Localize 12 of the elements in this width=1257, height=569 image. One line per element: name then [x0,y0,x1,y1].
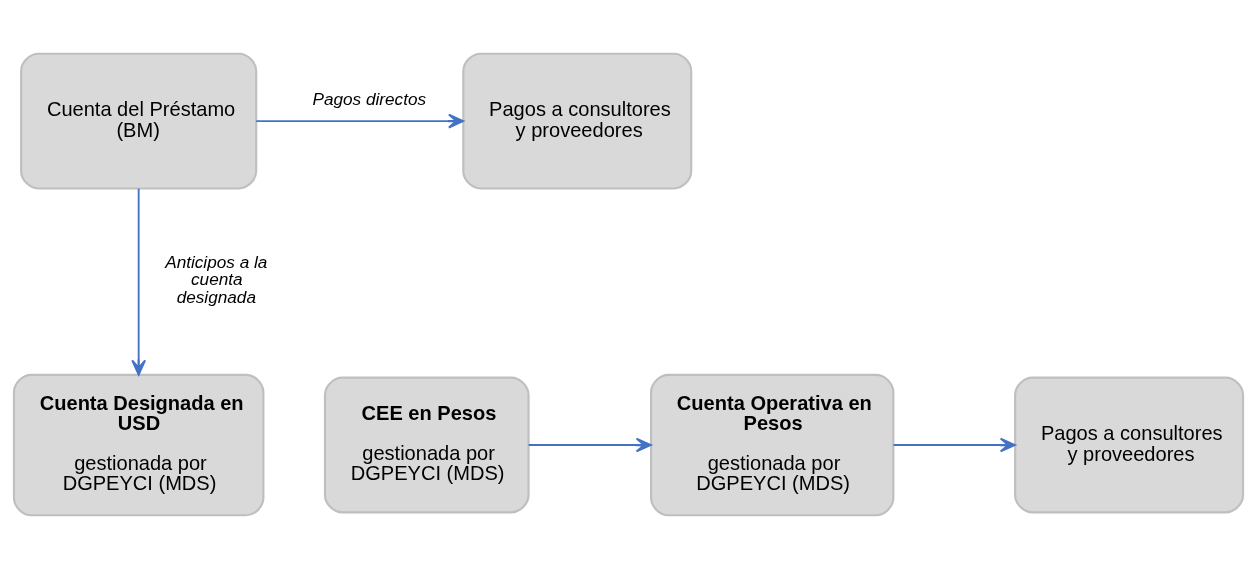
arrow [131,187,147,376]
node-box: Cuenta Designada en USD gestionada por DGPEYCI (MDS) [12,373,265,517]
arrow [892,437,1016,453]
edge-label: Pagos directos [312,89,427,110]
node-box: CEE en Pesos gestionada por DGPEYCI (MDS) [323,376,530,514]
node-box: Pagos a consultores y proveedores [1014,376,1245,514]
node-box: Cuenta Operativa en Pesos gestionada por DGPEYCI (MDS) [650,373,895,517]
arrow [255,113,465,129]
node-box: Cuenta del Préstamo (BM) [20,52,258,190]
node-box: Pagos a consultores y proveedores [462,52,693,190]
edge-label: Anticipos a la cuenta designada [165,252,268,307]
arrow [527,437,652,453]
